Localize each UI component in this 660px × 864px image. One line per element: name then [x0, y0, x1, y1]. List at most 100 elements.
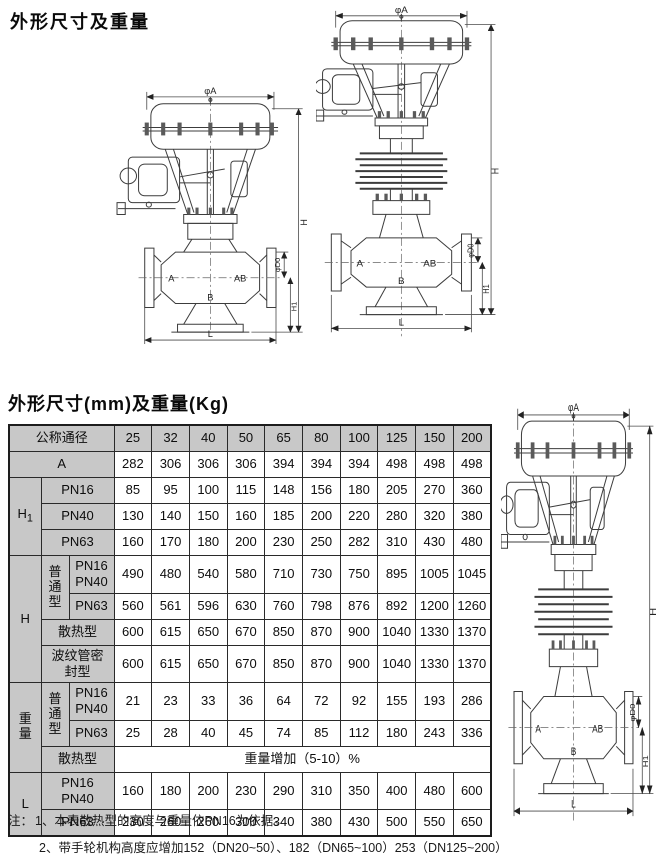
- row-label-pn16-pn40: PN16 PN40: [40, 771, 115, 810]
- weight-sanre-note: 重量增加（5-10）%: [113, 745, 492, 773]
- table-cell: 498: [377, 451, 417, 478]
- table-cell: 380: [301, 809, 341, 837]
- table-cell: 550: [415, 809, 454, 837]
- table-cell: 340: [264, 809, 303, 837]
- table-cell: 155: [377, 682, 417, 721]
- table-cell: 230: [113, 809, 153, 837]
- table-cell: 600: [113, 644, 153, 683]
- row-label-sanre: 散热型: [40, 745, 115, 773]
- table-cell: 480: [415, 771, 454, 810]
- table-row: 散热型 重量增加（5-10）%: [9, 745, 492, 773]
- table-cell: 32: [151, 424, 190, 452]
- table-cell: 498: [452, 451, 492, 478]
- table-cell: 280: [377, 503, 417, 530]
- table-cell: 85: [301, 719, 341, 747]
- row-group-h: H: [8, 555, 42, 683]
- table-cell: 28: [151, 719, 190, 747]
- table-cell: 150: [188, 503, 228, 530]
- table-cell: 900: [339, 618, 379, 646]
- table-cell: 185: [264, 503, 303, 530]
- table-cell: 850: [264, 618, 303, 646]
- table-cell: 92: [339, 682, 379, 721]
- table-cell: 243: [415, 719, 454, 747]
- table-cell: 870: [301, 644, 341, 683]
- table-cell: 125: [377, 424, 417, 452]
- row-label-pn40: PN40: [40, 503, 115, 530]
- table-cell: 33: [188, 682, 228, 721]
- table-cell: 600: [113, 618, 153, 646]
- table-cell: 112: [339, 719, 379, 747]
- table-cell: 895: [377, 555, 417, 594]
- table-cell: 260: [151, 809, 190, 837]
- table-cell: 310: [301, 771, 341, 810]
- table-cell: 230: [226, 771, 266, 810]
- table-cell: 220: [339, 503, 379, 530]
- table-cell: 600: [452, 771, 492, 810]
- table-cell: 45: [226, 719, 266, 747]
- table-cell: 205: [377, 477, 417, 504]
- note-item-1: 1、本表散热型的高度与重量依PN16为依据。: [35, 814, 286, 828]
- table-cell: 430: [339, 809, 379, 837]
- table-cell: 40: [188, 424, 228, 452]
- table-cell: 561: [151, 592, 190, 620]
- table-cell: 74: [264, 719, 303, 747]
- row-label-sanre: 散热型: [40, 618, 115, 646]
- table-cell: 380: [452, 503, 492, 530]
- table-cell: 50: [226, 424, 266, 452]
- table-cell: 25: [113, 424, 153, 452]
- table-cell: 560: [113, 592, 153, 620]
- table-cell: 650: [188, 618, 228, 646]
- table-cell: 1260: [452, 592, 492, 620]
- row-label-pn63: PN63: [68, 719, 115, 747]
- table-cell: 760: [264, 592, 303, 620]
- table-cell: 670: [226, 644, 266, 683]
- table-cell: 1330: [415, 644, 454, 683]
- table-cell: 300: [226, 809, 266, 837]
- table-cell: 1330: [415, 618, 454, 646]
- table-cell: 480: [452, 529, 492, 556]
- table-cell: 400: [377, 771, 417, 810]
- table-cell: 650: [188, 644, 228, 683]
- row-label-bowen: 波纹管密封型: [40, 644, 115, 683]
- h1-main: H: [17, 506, 27, 522]
- table-cell: 710: [264, 555, 303, 594]
- table-cell: 540: [188, 555, 228, 594]
- table-cell: 148: [264, 477, 303, 504]
- table-cell: 1370: [452, 644, 492, 683]
- note-item-2: 2、带手轮机构高度应增加152（DN20~50）、182（DN65~100）25…: [39, 841, 508, 855]
- table-cell: 230: [264, 529, 303, 556]
- row-group-l: L: [8, 771, 42, 837]
- table-cell: 160: [113, 529, 153, 556]
- row-group-weight: 重量: [8, 682, 42, 773]
- table-cell: 900: [339, 644, 379, 683]
- table-cell: 180: [151, 771, 190, 810]
- table-cell: 156: [301, 477, 341, 504]
- row-label-pn16-pn40: PN16 PN40: [68, 555, 115, 594]
- table-cell: 670: [226, 618, 266, 646]
- table-cell: 160: [113, 771, 153, 810]
- table-cell: 170: [151, 529, 190, 556]
- table-cell: 160: [226, 503, 266, 530]
- table-cell: 140: [151, 503, 190, 530]
- table-cell: 260: [188, 809, 228, 837]
- h1-sub: 1: [26, 513, 33, 526]
- table-cell: 1370: [452, 618, 492, 646]
- table-cell: 65: [264, 424, 303, 452]
- row-group-h1: H1: [8, 477, 42, 556]
- row-label-a: A: [8, 451, 115, 478]
- table-cell: 180: [339, 477, 379, 504]
- row-label-pn63: PN63: [68, 592, 115, 620]
- table-cell: 1005: [415, 555, 454, 594]
- table-cell: 850: [264, 644, 303, 683]
- table-cell: 115: [226, 477, 266, 504]
- table-cell: 36: [226, 682, 266, 721]
